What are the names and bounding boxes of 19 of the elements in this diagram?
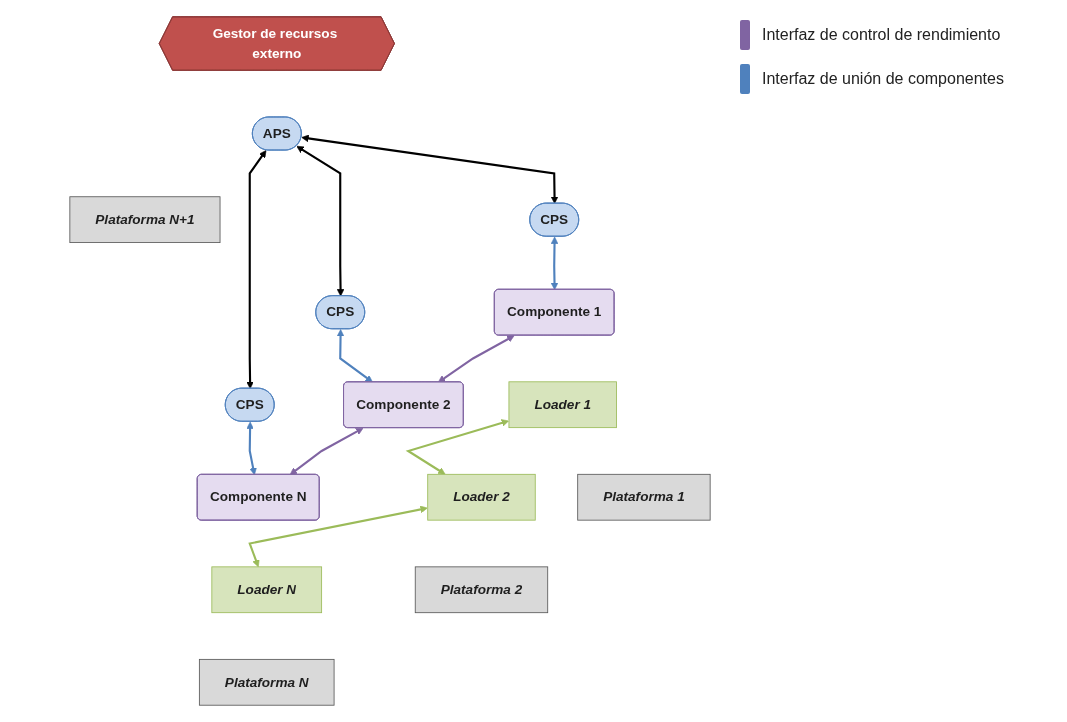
arrow (550, 236, 559, 291)
node-box: Plataforma 1 (577, 473, 711, 521)
arrow (246, 150, 267, 389)
arrow (296, 145, 345, 297)
arrow (437, 335, 515, 383)
arrow (336, 329, 373, 383)
arrow (289, 427, 364, 476)
legend-label: Interfaz de unión de componentes (762, 70, 1004, 88)
node-box: Loader 2 (427, 473, 536, 521)
node-box: Loader 1 (508, 381, 617, 429)
legend-label: Interfaz de control de rendimiento (762, 26, 1001, 44)
arrow (301, 134, 559, 204)
node-box: Plataforma 2 (414, 566, 549, 614)
node-box: Loader N (211, 566, 323, 614)
arrow (246, 421, 257, 476)
node-box: Plataforma N+1 (69, 196, 221, 243)
node-box: Plataforma N (198, 658, 335, 706)
arrow (405, 419, 509, 475)
arrow (248, 505, 428, 568)
